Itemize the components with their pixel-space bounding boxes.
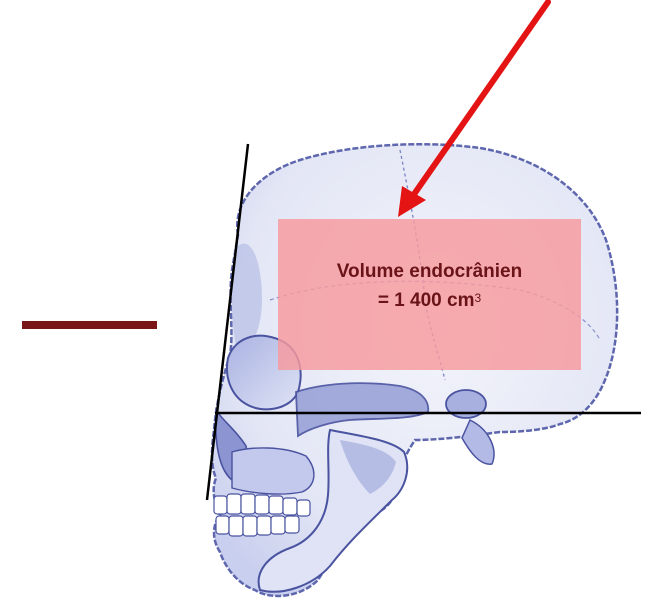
dash-marker-icon xyxy=(22,321,157,329)
skull-profile-icon xyxy=(212,144,617,596)
volume-unit-exponent: 3 xyxy=(474,291,481,305)
volume-label-value: = 1 400 cm3 xyxy=(278,285,581,314)
maxilla xyxy=(232,448,314,494)
volume-label: Volume endocrânien = 1 400 cm3 xyxy=(278,219,581,370)
volume-label-title: Volume endocrânien xyxy=(278,259,581,285)
volume-value-text: = 1 400 cm xyxy=(378,290,475,311)
